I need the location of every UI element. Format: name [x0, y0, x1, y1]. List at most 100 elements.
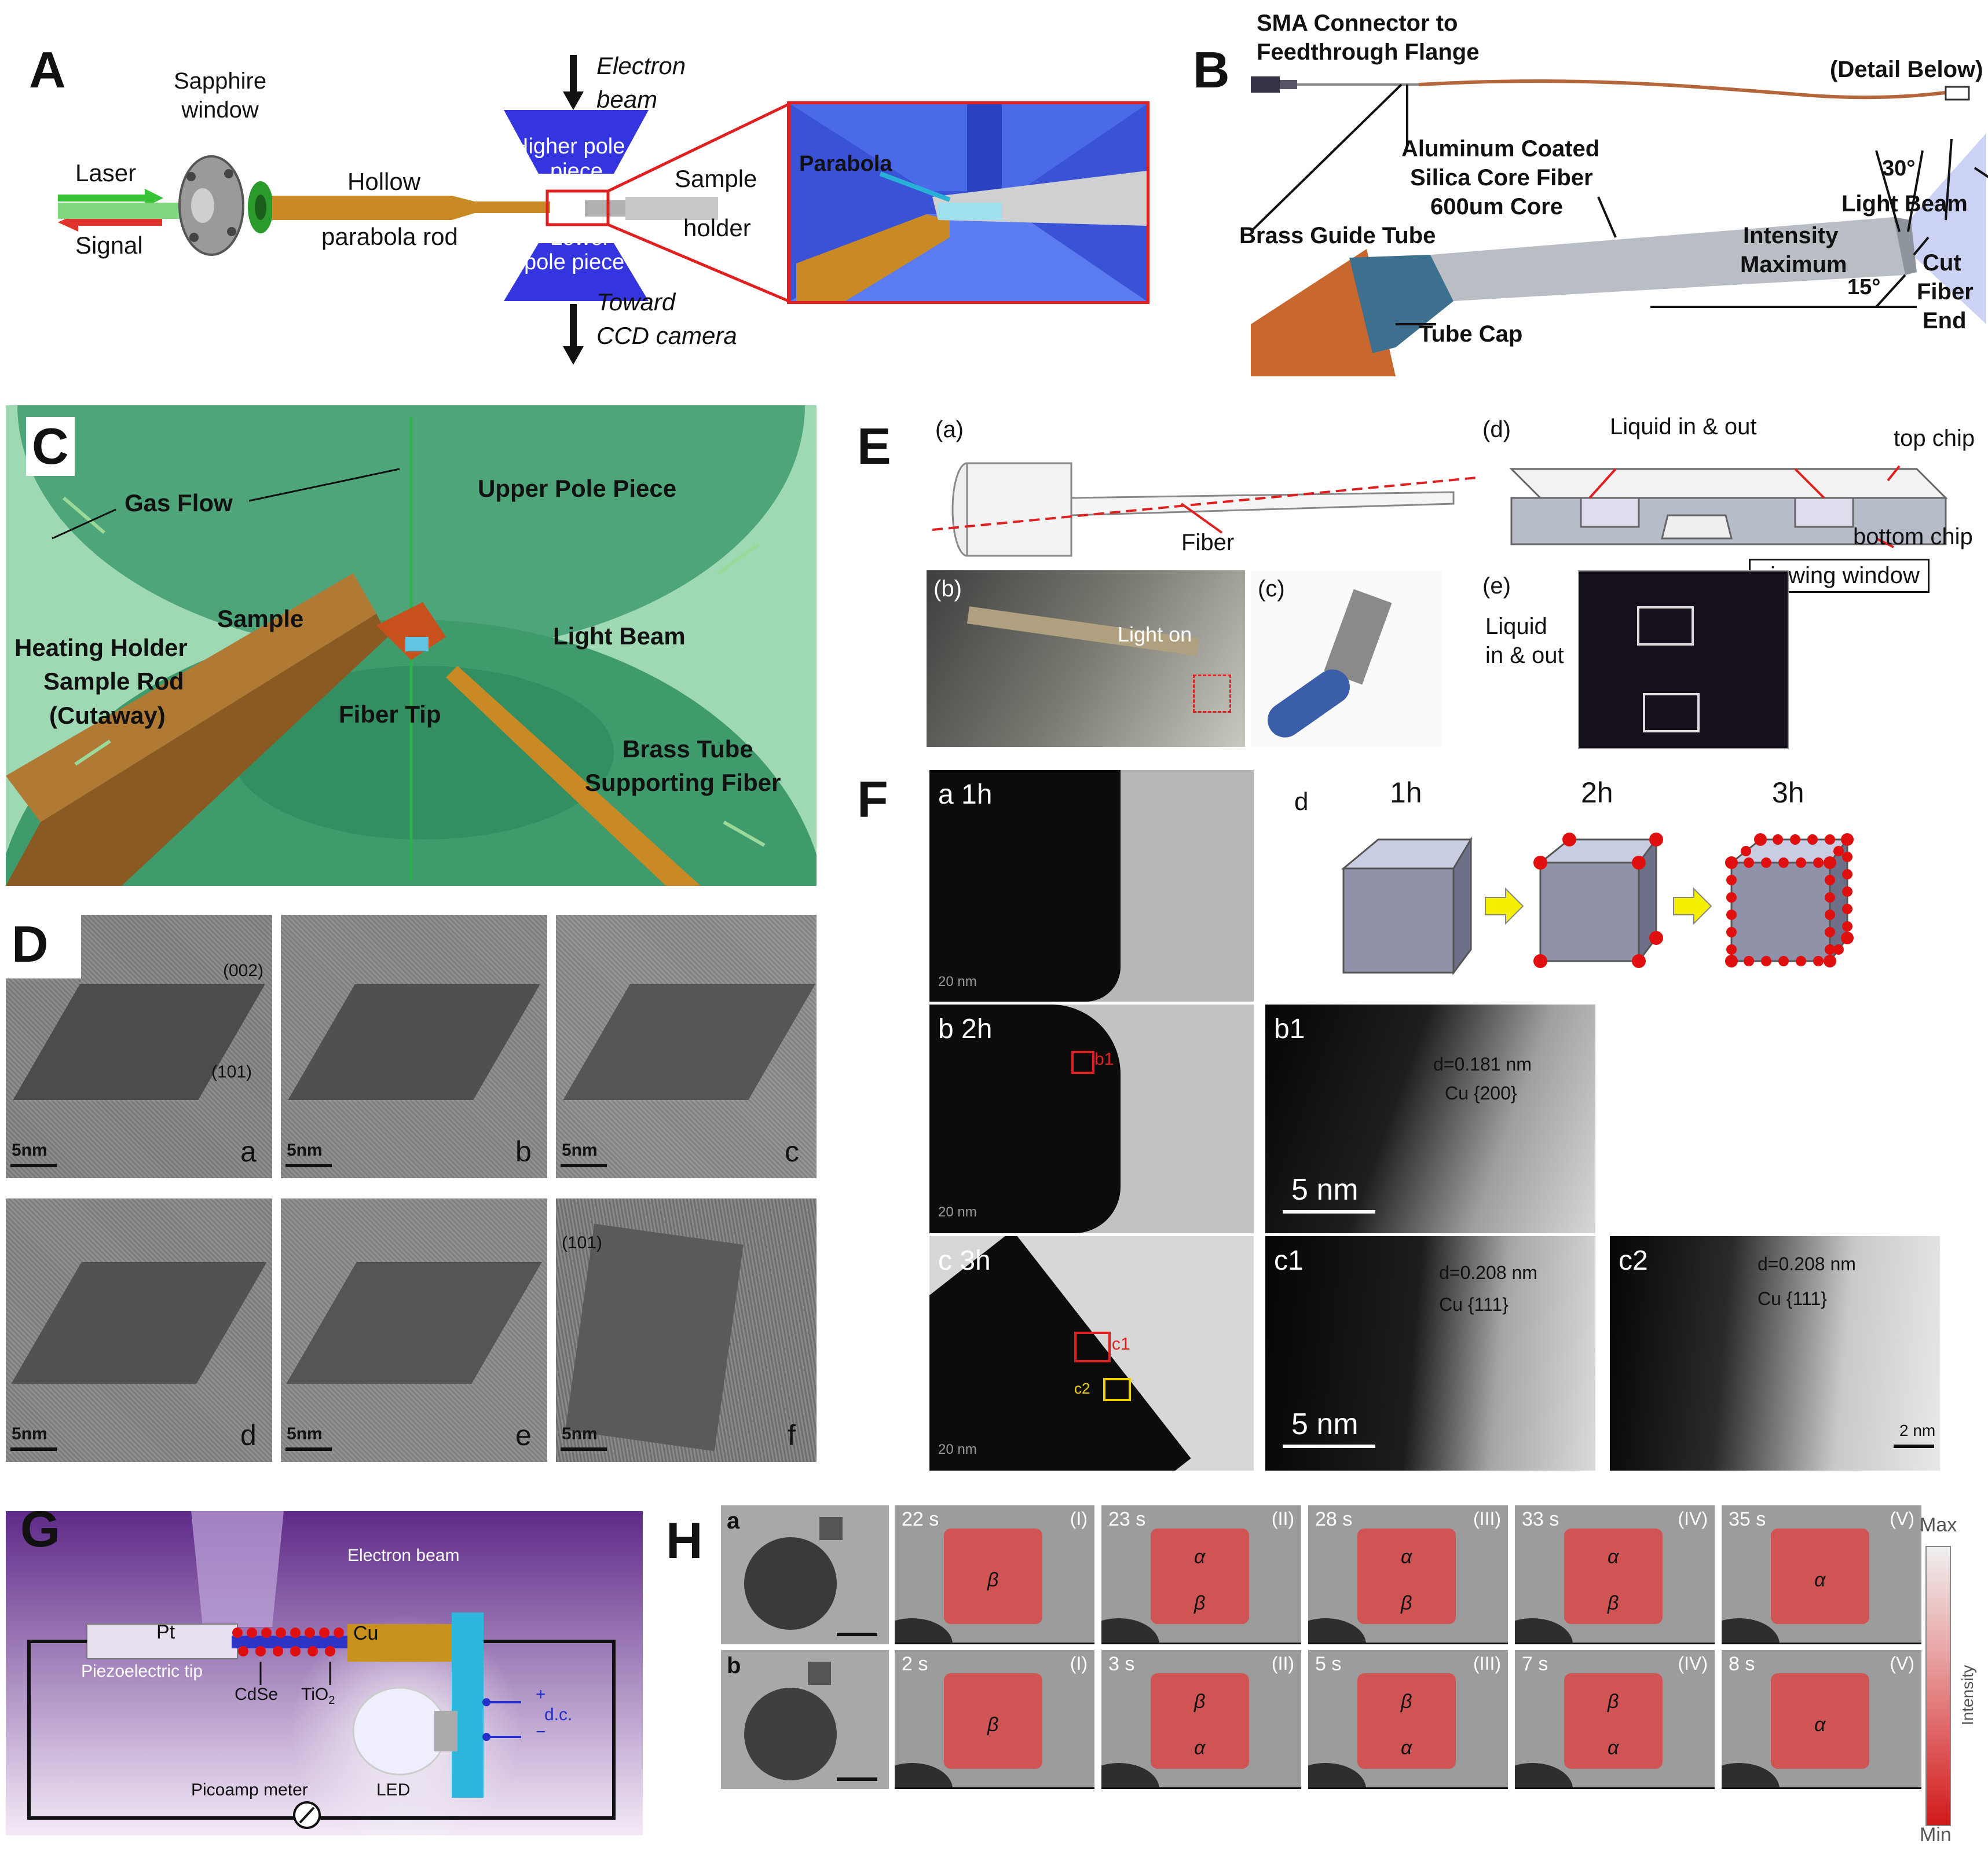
e-e-photo [1578, 570, 1789, 749]
h-phase-label: β [987, 1714, 999, 1736]
panel-label-a: A [29, 41, 66, 98]
f-c2-d: d=0.208 nm [1758, 1253, 1856, 1274]
h-phase-label: β [1194, 1691, 1206, 1713]
h-row-a-label: a [727, 1508, 740, 1534]
tile-d-letter: d [240, 1419, 257, 1452]
tile-c-scale: 5nm [562, 1141, 598, 1160]
detail-label: (Detail Below) [1830, 57, 1983, 82]
tile-f-ann-101: (101) [562, 1233, 603, 1252]
h-particle-overlay [1151, 1529, 1249, 1624]
h-particle-overlay [944, 1529, 1042, 1624]
panel-label-g: G [20, 1511, 60, 1557]
tile-a-letter: a [240, 1135, 257, 1168]
h-frame-time: 2 s [902, 1653, 928, 1675]
h-phase-label: β [1608, 1592, 1619, 1614]
h-phase-label: β [987, 1569, 999, 1591]
panel-label-d: D [6, 915, 81, 978]
h-particle-overlay [1151, 1673, 1249, 1769]
higher-pole-label-2: piece [550, 159, 603, 184]
sample-label: Sample [217, 605, 304, 632]
h-frame-time: 22 s [902, 1508, 939, 1530]
g-cu-label: Cu [353, 1622, 379, 1644]
angle-15-label: 15° [1847, 275, 1881, 299]
higher-pole-label: Higher pole [512, 134, 625, 159]
e-b-photo: (b) Light on [927, 570, 1245, 747]
g-cdse-label: CdSe [235, 1685, 279, 1704]
h-phase-label: α [1194, 1546, 1206, 1568]
h-frame-stage: (V) [1890, 1508, 1914, 1529]
e-c-label: (c) [1258, 576, 1285, 602]
toward-ccd-label: Toward [596, 288, 676, 316]
angle-30-label: 30° [1882, 156, 1916, 181]
h-particle-overlay [1771, 1673, 1869, 1769]
panel-label-e: E [857, 417, 891, 475]
f-3h-label: 3h [1772, 776, 1804, 809]
toward-ccd-label-2: CCD camera [596, 322, 737, 349]
sma-label: SMA Connector to [1257, 10, 1458, 36]
e-top-chip-label: top chip [1894, 426, 1975, 451]
panel-b-diagram [1250, 76, 1988, 376]
intensity-max-label-2: Maximum [1740, 252, 1847, 277]
h-frame-time: 3 s [1108, 1653, 1135, 1675]
f-c-label: c 3h [938, 1245, 991, 1276]
fiber-label-3: 600um Core [1430, 194, 1563, 219]
h-phase-label: α [1608, 1546, 1619, 1568]
f-tile-b1: b1 d=0.181 nm Cu {200} 5 nm [1265, 1005, 1595, 1233]
hrtem-tile-b: 5nm b [281, 915, 547, 1178]
f-d-label: d [1294, 787, 1309, 816]
h-colorbar-min: Min [1920, 1824, 1952, 1846]
g-minus-label: − [536, 1722, 546, 1742]
g-led-label: LED [376, 1780, 411, 1799]
h-frame-tile: 8 s(V)α [1722, 1650, 1921, 1789]
panel-f: F a 1h 20 nm d 1h 2h 3h [857, 770, 1988, 1471]
tile-e-scale: 5nm [287, 1424, 323, 1443]
lower-pole-label: Lower [550, 226, 610, 250]
f-b-label: b 2h [938, 1014, 993, 1044]
g-tio2-label: TiO2 [301, 1685, 335, 1707]
tile-b-letter: b [515, 1135, 532, 1168]
signal-label: Signal [75, 232, 143, 259]
h-phase-label: α [1194, 1737, 1206, 1759]
panel-b: B SMA Connector to Feedthrough Flange (D… [1176, 0, 1988, 382]
panel-a-diagram [58, 55, 1149, 365]
panel-label-c: C [26, 417, 75, 476]
h-phase-label: α [1401, 1546, 1412, 1568]
electron-beam-label-2: beam [596, 86, 658, 113]
sample-holder-label-2: holder [683, 214, 751, 241]
h-frame-stage: (II) [1271, 1653, 1294, 1674]
e-liquid-in-out-label: Liquid in & out [1610, 414, 1757, 439]
h-colorbar [1925, 1546, 1951, 1826]
f-1h-label: 1h [1390, 776, 1422, 809]
f-c2-cu: Cu {111} [1758, 1288, 1827, 1309]
h-phase-label: β [1401, 1691, 1412, 1713]
h-colorbar-title: Intensity [1958, 1665, 1976, 1725]
brass-tube-label-1: Brass Tube [623, 735, 753, 763]
h-frame-stage: (IV) [1678, 1508, 1708, 1529]
f-c1-scale: 5 nm [1291, 1408, 1359, 1441]
f-c1-cu: Cu {111} [1439, 1294, 1509, 1315]
f-tile-c1: c1 d=0.208 nm Cu {111} 5 nm [1265, 1236, 1595, 1471]
panel-g: G Electron beam Pt Cu Piezoelectric tip … [6, 1511, 643, 1835]
h-overview-b: b [721, 1650, 889, 1789]
h-colorbar-max: Max [1920, 1514, 1957, 1536]
panel-label-h: H [666, 1512, 703, 1569]
e-liquid-label-1: Liquid [1485, 614, 1547, 639]
h-phase-label: β [1608, 1691, 1619, 1713]
g-picoamp-label: Picoamp meter [191, 1780, 308, 1799]
f-c1-label: c1 [1274, 1245, 1304, 1276]
h-frame-tile: 22 s(I)β [895, 1505, 1094, 1644]
hrtem-tile-e: 5nm e [281, 1198, 547, 1462]
h-phase-label: β [1194, 1592, 1206, 1614]
f-a-scale: 20 nm [938, 974, 977, 989]
f-b1-d: d=0.181 nm [1433, 1054, 1532, 1075]
h-particle-overlay [1771, 1529, 1869, 1624]
f-tile-b: b1 b 2h 20 nm [929, 1005, 1254, 1233]
h-frame-time: 8 s [1729, 1653, 1755, 1675]
g-pt-label: Pt [156, 1621, 175, 1643]
h-frame-stage: (I) [1070, 1653, 1088, 1674]
g-dc-label: d.c. [544, 1705, 573, 1724]
tile-a-ann-002: (002) [223, 961, 264, 980]
e-fiber-label: Fiber [1181, 530, 1235, 555]
heating-holder-label-1: Heating Holder [14, 634, 188, 661]
